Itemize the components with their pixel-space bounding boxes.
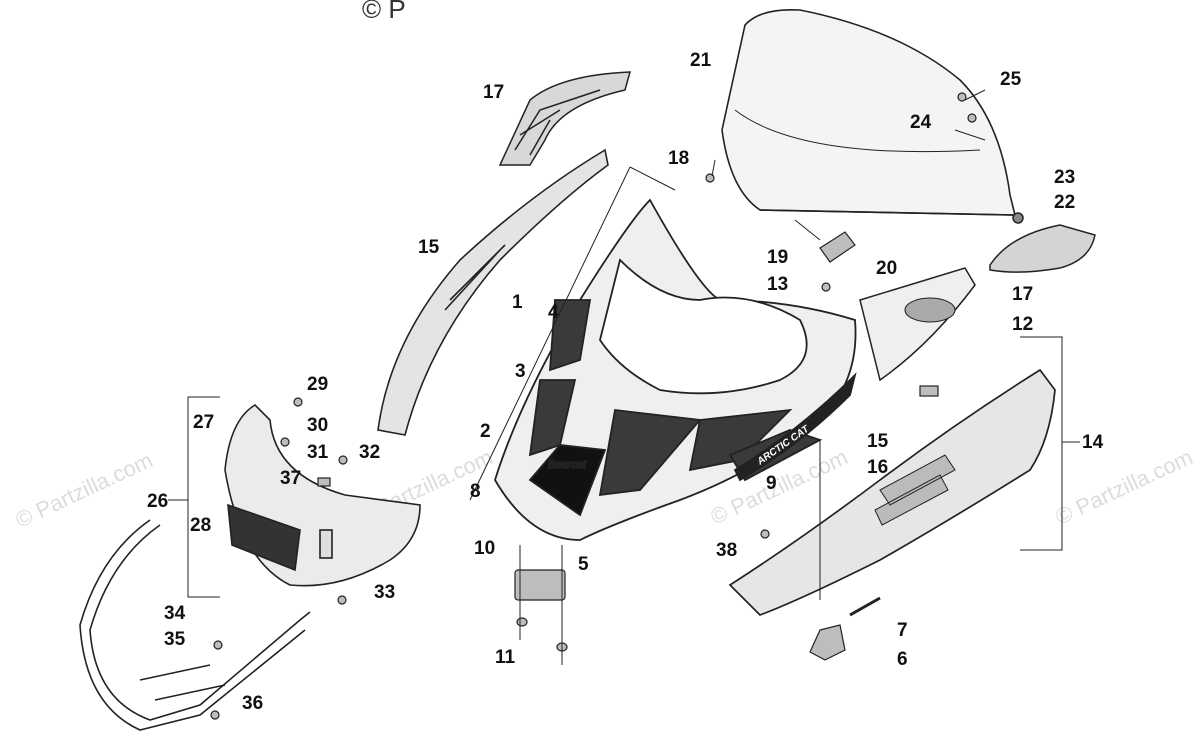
- nose-cone-part: [224, 403, 421, 587]
- callout-24: 24: [910, 112, 932, 133]
- hood-part: Bearcat: [494, 198, 857, 541]
- callout-8: 8: [470, 481, 481, 502]
- callout-17-top: 17: [483, 82, 504, 103]
- callout-11: 11: [495, 647, 516, 668]
- copyright-top: © P: [362, 0, 406, 24]
- callout-12: 12: [1012, 314, 1033, 335]
- callout-labels: 1 2 3 4 5 6 7 8 9 10 11 12 13 14 15 15 1…: [147, 50, 1104, 714]
- callout-9: 9: [766, 473, 777, 494]
- callout-3: 3: [515, 361, 526, 382]
- callout-34: 34: [164, 603, 186, 624]
- windshield-part: [721, 8, 1017, 216]
- callout-31: 31: [307, 442, 329, 463]
- callout-4: 4: [548, 302, 559, 323]
- callout-2: 2: [480, 421, 491, 442]
- callout-33: 33: [374, 582, 395, 603]
- callout-27: 27: [193, 412, 214, 433]
- callout-37: 37: [280, 468, 301, 489]
- bumper-part: [79, 519, 311, 731]
- callout-36: 36: [242, 693, 263, 714]
- hood-logo-text: Bearcat: [548, 459, 587, 471]
- hardware-parts: [210, 92, 977, 720]
- callout-10: 10: [474, 538, 495, 559]
- callout-18: 18: [668, 148, 689, 169]
- callout-32: 32: [359, 442, 380, 463]
- callout-1: 1: [512, 292, 523, 313]
- callout-20: 20: [876, 258, 897, 279]
- callout-22: 22: [1054, 192, 1075, 213]
- callout-30: 30: [307, 415, 328, 436]
- callout-14: 14: [1082, 432, 1104, 453]
- callout-15-left: 15: [418, 237, 440, 258]
- callout-16: 16: [867, 457, 888, 478]
- vent-upper-part: [498, 71, 631, 166]
- callout-6: 6: [897, 649, 908, 670]
- callout-35: 35: [164, 629, 186, 650]
- watermark-right: © Partzilla.com: [1052, 444, 1197, 529]
- callout-5: 5: [578, 554, 589, 575]
- callout-15-right: 15: [867, 431, 889, 452]
- callout-7: 7: [897, 620, 908, 641]
- callout-38: 38: [716, 540, 737, 561]
- callout-28: 28: [190, 515, 211, 536]
- callout-17-right: 17: [1012, 284, 1033, 305]
- callout-21: 21: [690, 50, 712, 71]
- callout-13: 13: [767, 274, 788, 295]
- callout-23: 23: [1054, 167, 1075, 188]
- callout-25: 25: [1000, 69, 1022, 90]
- callout-26: 26: [147, 491, 168, 512]
- vent-right-part: [859, 267, 976, 382]
- mirror-part: [989, 212, 1096, 273]
- watermark-left: © Partzilla.com: [12, 447, 157, 532]
- side-trim-left-part: [377, 148, 609, 436]
- leader-lines: [168, 89, 1080, 665]
- side-panel-right-part: [728, 368, 1056, 616]
- callout-19: 19: [767, 247, 788, 268]
- callout-29: 29: [307, 374, 328, 395]
